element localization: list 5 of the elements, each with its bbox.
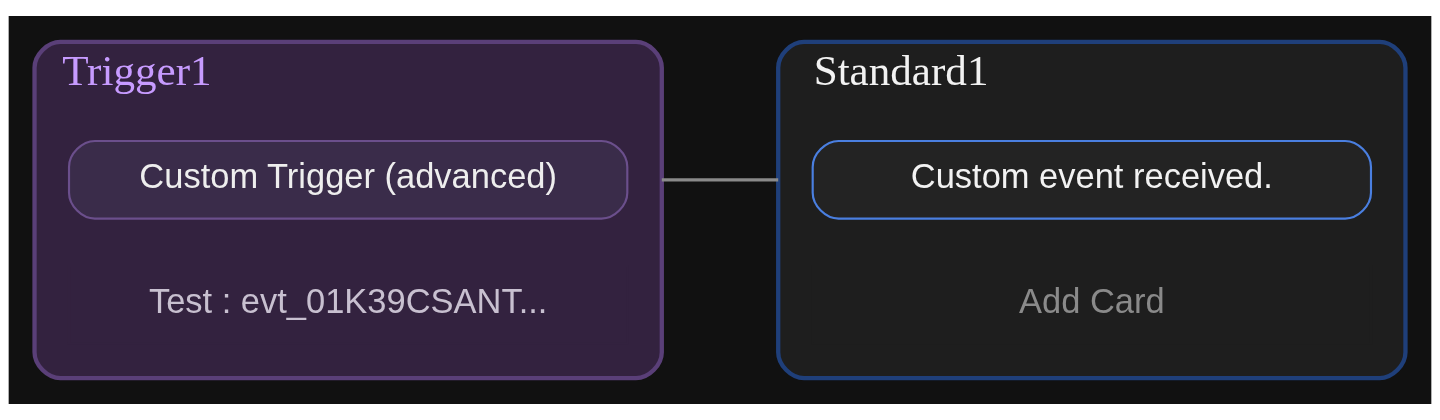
node-box: Custom Trigger (advanced) <box>67 139 629 220</box>
node-text: Add Card <box>1019 282 1165 321</box>
connector <box>661 178 779 182</box>
node-text: Test : evt_01K39CSANT... <box>148 282 548 321</box>
node-box: Custom event received. <box>811 139 1373 220</box>
